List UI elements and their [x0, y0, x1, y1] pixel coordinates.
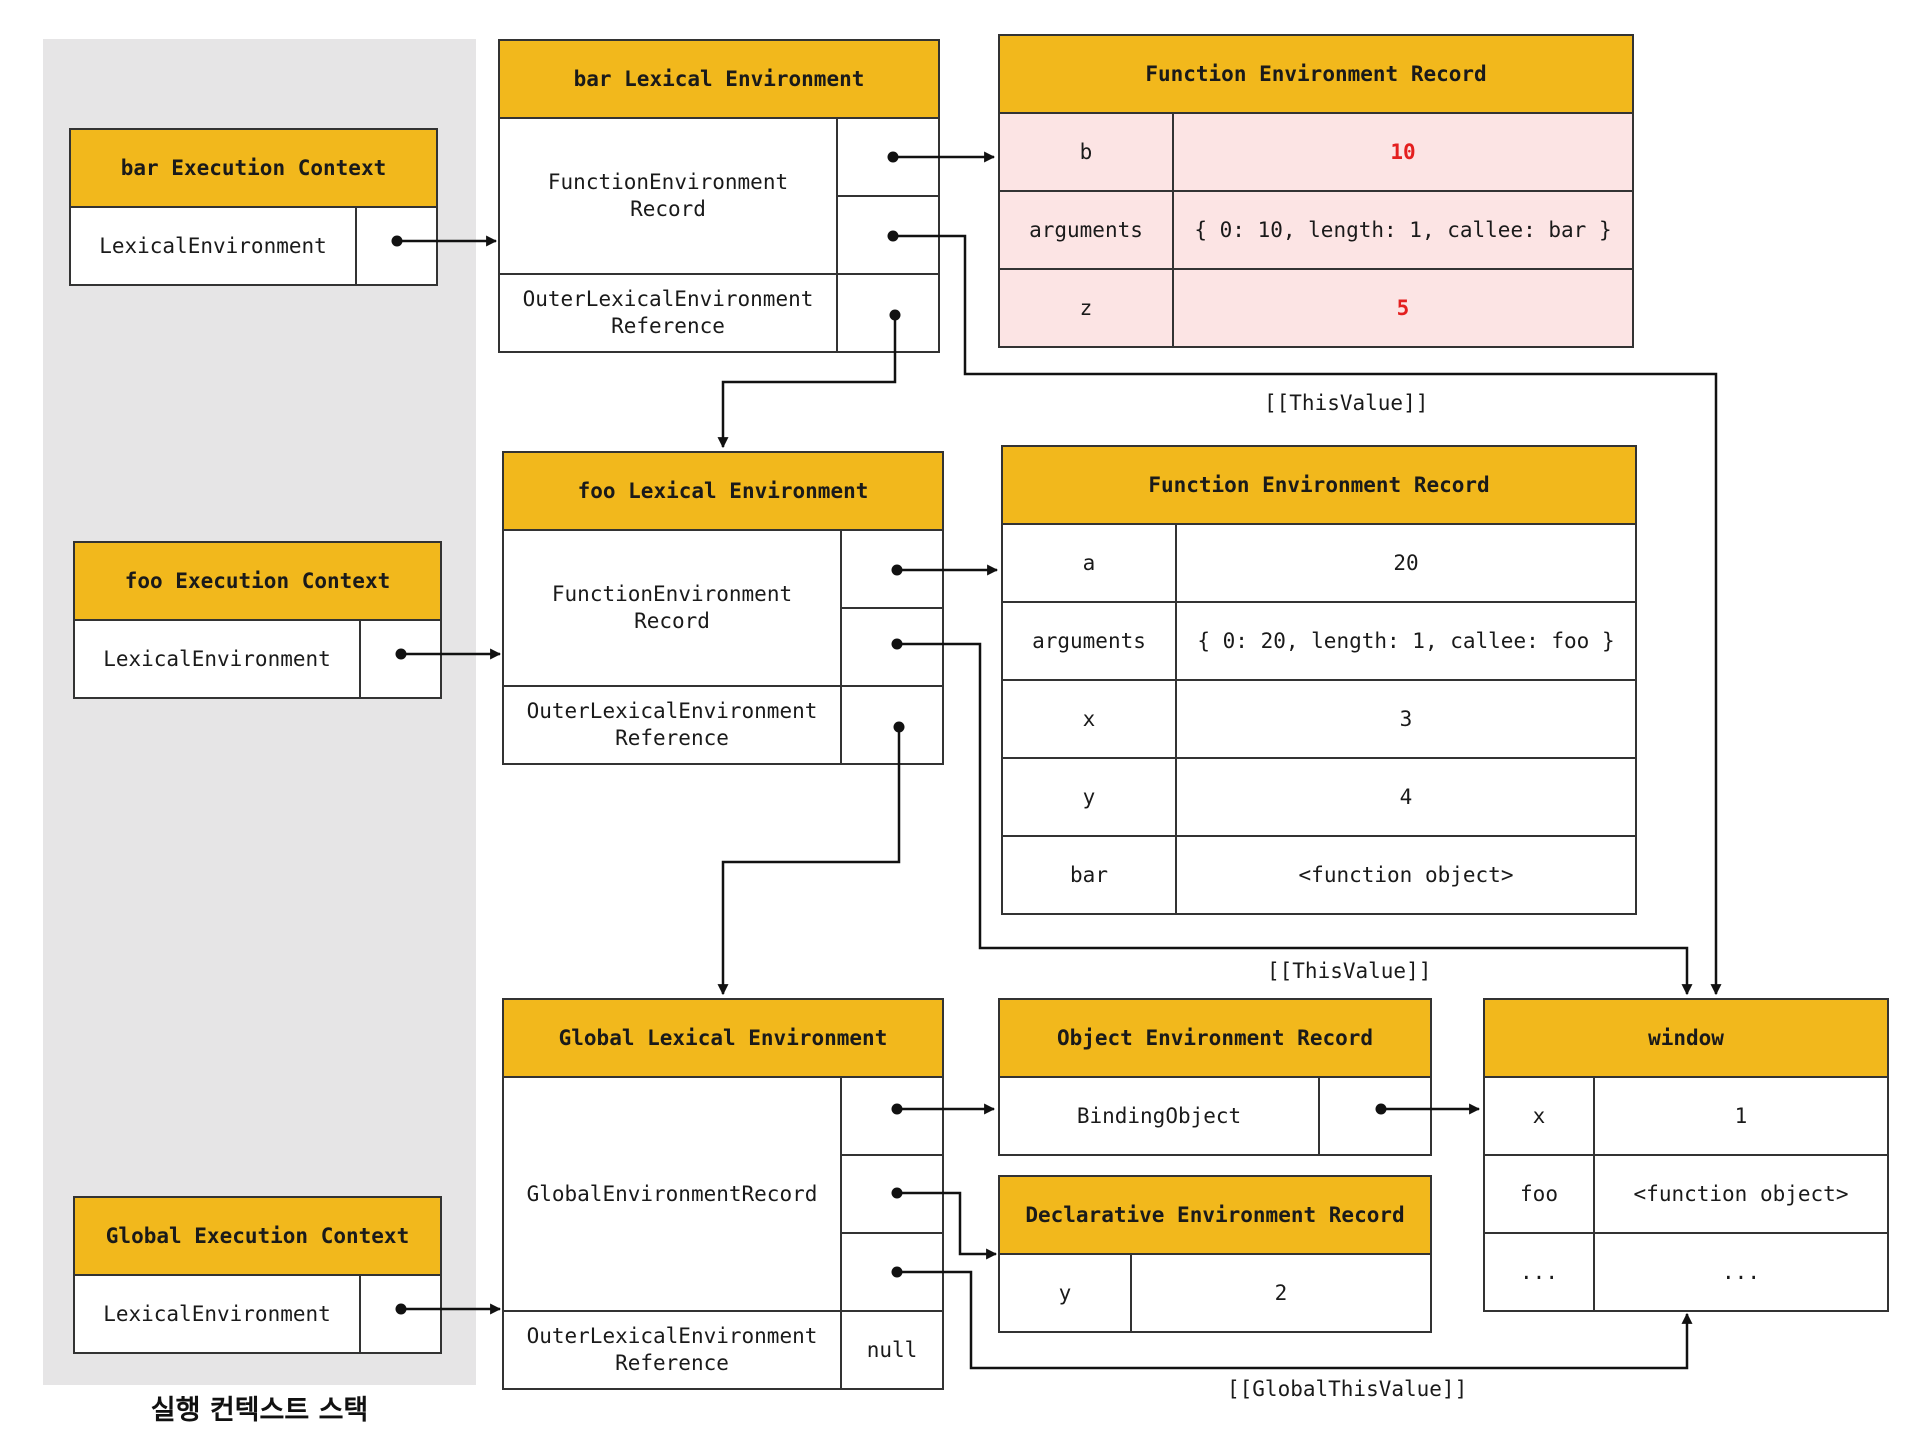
foo-this-value-label: [[ThisValue]]	[1267, 959, 1432, 983]
foo-ec-pointer-cell	[359, 619, 442, 699]
window-key-ellipsis: ...	[1483, 1232, 1595, 1312]
window-value-x: 1	[1593, 1076, 1889, 1156]
bar-record-value-arguments: { 0: 10, length: 1, callee: bar }	[1172, 190, 1634, 270]
foo-le-this-pointer-cell	[840, 607, 944, 687]
global-le-this-pointer-cell	[840, 1232, 944, 1312]
foo-function-environment-record-title: Function Environment Record	[1001, 445, 1637, 525]
foo-le-outer-label: OuterLexicalEnvironment Reference	[502, 685, 842, 765]
declarative-record-key-y: y	[998, 1253, 1132, 1333]
window-value-foo: <function object>	[1593, 1154, 1889, 1234]
foo-lexical-environment-title: foo Lexical Environment	[502, 451, 944, 531]
bar-function-environment-record-title: Function Environment Record	[998, 34, 1634, 114]
window-value-ellipsis: ...	[1593, 1232, 1889, 1312]
foo-execution-context-title: foo Execution Context	[73, 541, 442, 621]
foo-le-outer-pointer-cell	[840, 685, 944, 765]
bar-le-outer-pointer-cell	[836, 273, 940, 353]
bar-execution-context-title: bar Execution Context	[69, 128, 438, 208]
bar-le-record-pointer-cell	[836, 117, 940, 197]
global-le-object-pointer-cell	[840, 1076, 944, 1156]
execution-context-stack-label: 실행 컨텍스트 스택	[150, 1395, 369, 1426]
object-record-binding-object: BindingObject	[998, 1076, 1320, 1156]
foo-outer-to-global-le-arrow	[717, 727, 901, 996]
bar-record-value-b: 10	[1172, 112, 1634, 192]
bar-ec-pointer-cell	[355, 206, 438, 286]
bar-record-key-z: z	[998, 268, 1174, 348]
foo-le-record-pointer-cell	[840, 529, 944, 609]
declarative-environment-record-title: Declarative Environment Record	[998, 1175, 1432, 1255]
object-record-pointer-cell	[1318, 1076, 1432, 1156]
window-object-title: window	[1483, 998, 1889, 1078]
foo-record-value-bar: <function object>	[1175, 835, 1637, 915]
bar-record-key-b: b	[998, 112, 1174, 192]
foo-record-key-x: x	[1001, 679, 1177, 759]
global-le-outer-label: OuterLexicalEnvironment Reference	[502, 1310, 842, 1390]
bar-ec-lexical-environment: LexicalEnvironment	[69, 206, 357, 286]
global-ec-pointer-cell	[359, 1274, 442, 1354]
bar-lexical-environment-title: bar Lexical Environment	[498, 39, 940, 119]
foo-record-key-y: y	[1001, 757, 1177, 837]
object-environment-record-title: Object Environment Record	[998, 998, 1432, 1078]
global-le-record-label: GlobalEnvironmentRecord	[502, 1076, 842, 1312]
bar-record-key-arguments: arguments	[998, 190, 1174, 270]
global-le-declarative-pointer-cell	[840, 1154, 944, 1234]
bar-this-value-label: [[ThisValue]]	[1264, 391, 1429, 415]
foo-record-value-x: 3	[1175, 679, 1637, 759]
foo-record-key-a: a	[1001, 523, 1177, 603]
global-ec-lexical-environment: LexicalEnvironment	[73, 1274, 361, 1354]
foo-record-key-arguments: arguments	[1001, 601, 1177, 681]
foo-record-key-bar: bar	[1001, 835, 1177, 915]
global-le-outer-null: null	[840, 1310, 944, 1390]
window-key-x: x	[1483, 1076, 1595, 1156]
bar-le-this-pointer-cell	[836, 195, 940, 275]
foo-record-value-a: 20	[1175, 523, 1637, 603]
foo-le-record-label: FunctionEnvironment Record	[502, 529, 842, 687]
bar-le-outer-label: OuterLexicalEnvironment Reference	[498, 273, 838, 353]
foo-ec-lexical-environment: LexicalEnvironment	[73, 619, 361, 699]
window-key-foo: foo	[1483, 1154, 1595, 1234]
global-lexical-environment-title: Global Lexical Environment	[502, 998, 944, 1078]
foo-record-value-y: 4	[1175, 757, 1637, 837]
foo-record-value-arguments: { 0: 20, length: 1, callee: foo }	[1175, 601, 1637, 681]
bar-le-record-label: FunctionEnvironment Record	[498, 117, 838, 275]
bar-record-value-z: 5	[1172, 268, 1634, 348]
global-execution-context-title: Global Execution Context	[73, 1196, 442, 1276]
declarative-record-value-y: 2	[1130, 1253, 1432, 1333]
global-this-value-label: [[GlobalThisValue]]	[1227, 1377, 1468, 1401]
